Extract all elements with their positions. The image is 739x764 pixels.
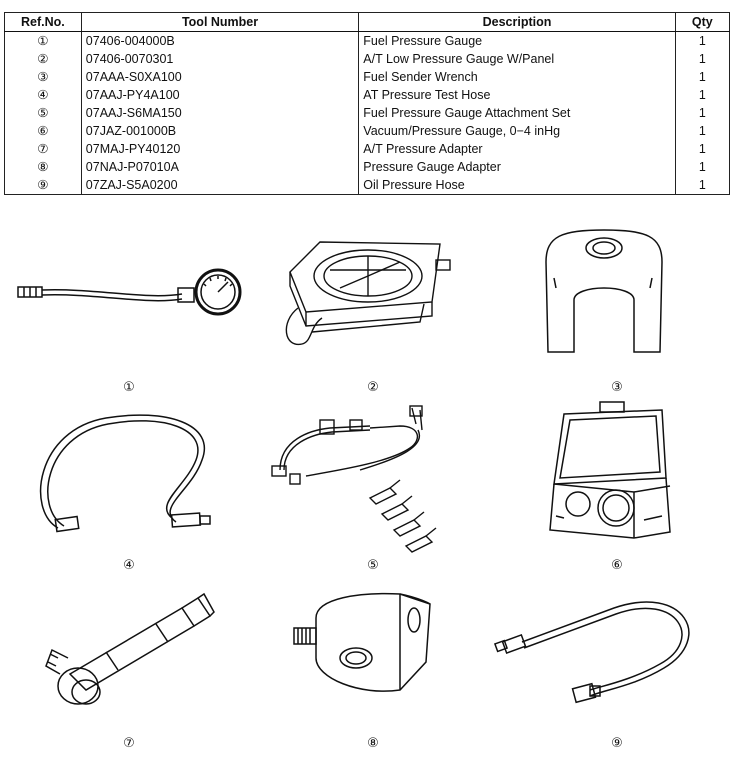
header-description: Description <box>358 12 676 32</box>
gauge-case-icon <box>549 401 671 539</box>
cell-tool-number: 07MAJ-PY40120 <box>80 140 360 158</box>
cell-tool-number: 07406-0070301 <box>80 50 360 68</box>
sender-wrench-icon <box>545 229 663 353</box>
cell-tool-number: 07AAJ-S6MA150 <box>80 104 360 122</box>
illustration-8: ⑧ <box>250 578 496 764</box>
illustration-3: ③ <box>494 222 739 408</box>
panel-gauge-icon <box>285 241 451 345</box>
test-hose-icon <box>39 414 211 533</box>
header-qty: Qty <box>674 12 731 32</box>
illustration-caption: ② <box>367 380 379 395</box>
attachment-set-icon <box>271 405 437 553</box>
cell-description: Pressure Gauge Adapter <box>358 158 676 176</box>
illustration-caption: ④ <box>123 558 135 573</box>
cell-ref: ⑧ <box>4 158 82 176</box>
cell-qty: 1 <box>674 122 731 140</box>
cell-ref: ② <box>4 50 82 68</box>
table-header-row: Ref.No. Tool Number Description Qty <box>4 12 731 32</box>
cell-ref: ⑨ <box>4 176 82 195</box>
cell-ref: ⑥ <box>4 122 82 140</box>
cell-qty: 1 <box>674 140 731 158</box>
cell-description: Fuel Pressure Gauge <box>358 31 676 50</box>
illustration-caption: ⑥ <box>611 558 623 573</box>
illustration-caption: ① <box>123 380 135 395</box>
cell-description: Fuel Pressure Gauge Attachment Set <box>358 104 676 122</box>
cell-description: Oil Pressure Hose <box>358 176 676 195</box>
illustration-6: ⑥ <box>494 400 739 586</box>
cell-qty: 1 <box>674 176 731 195</box>
cell-description: A/T Low Pressure Gauge W/Panel <box>358 50 676 68</box>
cell-tool-number: 07NAJ-P07010A <box>80 158 360 176</box>
illustration-5: ⑤ <box>250 400 496 586</box>
illustration-7: ⑦ <box>6 578 252 764</box>
illustration-4: ④ <box>6 400 252 586</box>
illustration-1: ① <box>6 222 252 408</box>
cell-ref: ③ <box>4 68 82 86</box>
cell-qty: 1 <box>674 31 731 50</box>
cell-ref: ⑦ <box>4 140 82 158</box>
cell-ref: ① <box>4 31 82 50</box>
illustration-caption: ⑤ <box>367 558 379 573</box>
cell-description: A/T Pressure Adapter <box>358 140 676 158</box>
illustration-caption: ⑦ <box>123 736 135 751</box>
pressure-adapter-icon <box>45 592 215 705</box>
cell-description: Fuel Sender Wrench <box>358 68 676 86</box>
illustration-caption: ⑨ <box>611 736 623 751</box>
cell-ref: ④ <box>4 86 82 104</box>
illustration-caption: ⑧ <box>367 736 379 751</box>
fuel-pressure-gauge-icon <box>17 268 242 316</box>
cell-tool-number: 07ZAJ-S5A0200 <box>80 176 360 195</box>
cell-tool-number: 07406-004000B <box>80 31 360 50</box>
illustration-2: ② <box>250 222 496 408</box>
cell-qty: 1 <box>674 104 731 122</box>
cell-tool-number: 07JAZ-001000B <box>80 122 360 140</box>
cell-qty: 1 <box>674 50 731 68</box>
cell-tool-number: 07AAA-S0XA100 <box>80 68 360 86</box>
oil-pressure-hose-icon <box>494 601 690 704</box>
cell-qty: 1 <box>674 158 731 176</box>
header-ref-no: Ref.No. <box>4 12 82 32</box>
cell-qty: 1 <box>674 68 731 86</box>
header-tool-number: Tool Number <box>80 12 360 32</box>
cell-tool-number: 07AAJ-PY4A100 <box>80 86 360 104</box>
cell-ref: ⑤ <box>4 104 82 122</box>
cell-description: AT Pressure Test Hose <box>358 86 676 104</box>
gauge-adapter-block-icon <box>293 592 431 692</box>
illustration-caption: ③ <box>611 380 623 395</box>
cell-description: Vacuum/Pressure Gauge, 0−4 inHg <box>358 122 676 140</box>
cell-qty: 1 <box>674 86 731 104</box>
illustration-9: ⑨ <box>494 578 739 764</box>
